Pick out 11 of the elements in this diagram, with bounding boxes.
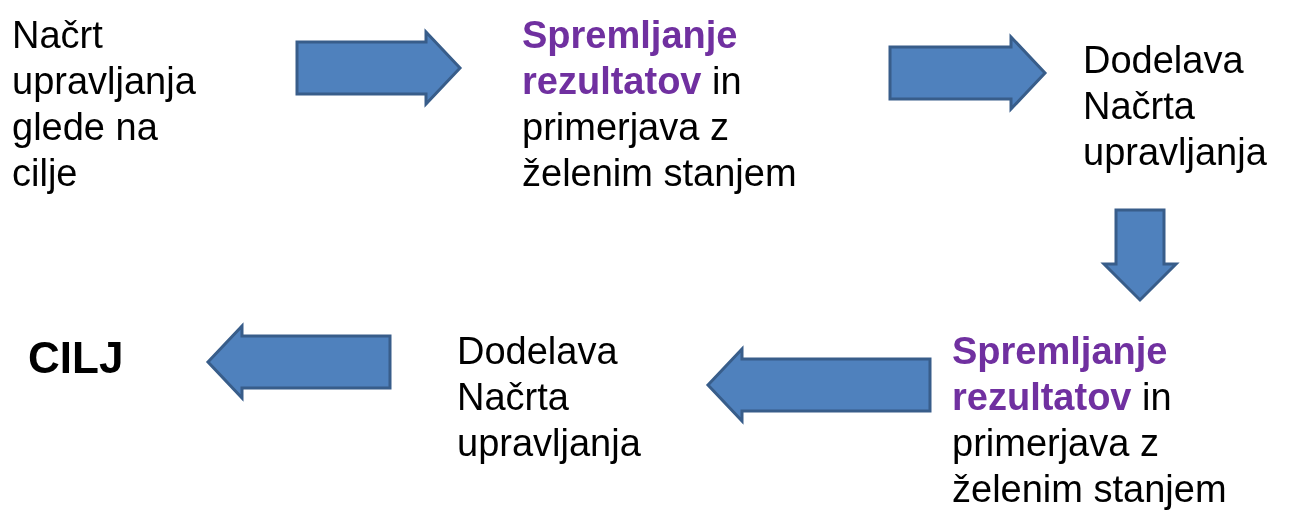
block-arrow xyxy=(205,322,392,402)
block-arrow xyxy=(888,33,1048,113)
block-arrow xyxy=(295,28,463,108)
step-text: Spremljanje rezultatov in primerjava z želenim stanjem xyxy=(952,328,1287,512)
step-text: Dodelava Načrta upravljanja xyxy=(1083,37,1297,175)
step-text: Načrt upravljanja glede na cilje xyxy=(12,12,217,196)
block-arrow xyxy=(1100,208,1180,303)
step-text: Spremljanje rezultatov in primerjava z želenim stanjem xyxy=(522,12,852,196)
step-text: CILJ xyxy=(28,335,153,381)
step-text: Dodelava Načrta upravljanja xyxy=(457,328,672,466)
block-arrow xyxy=(705,345,932,425)
